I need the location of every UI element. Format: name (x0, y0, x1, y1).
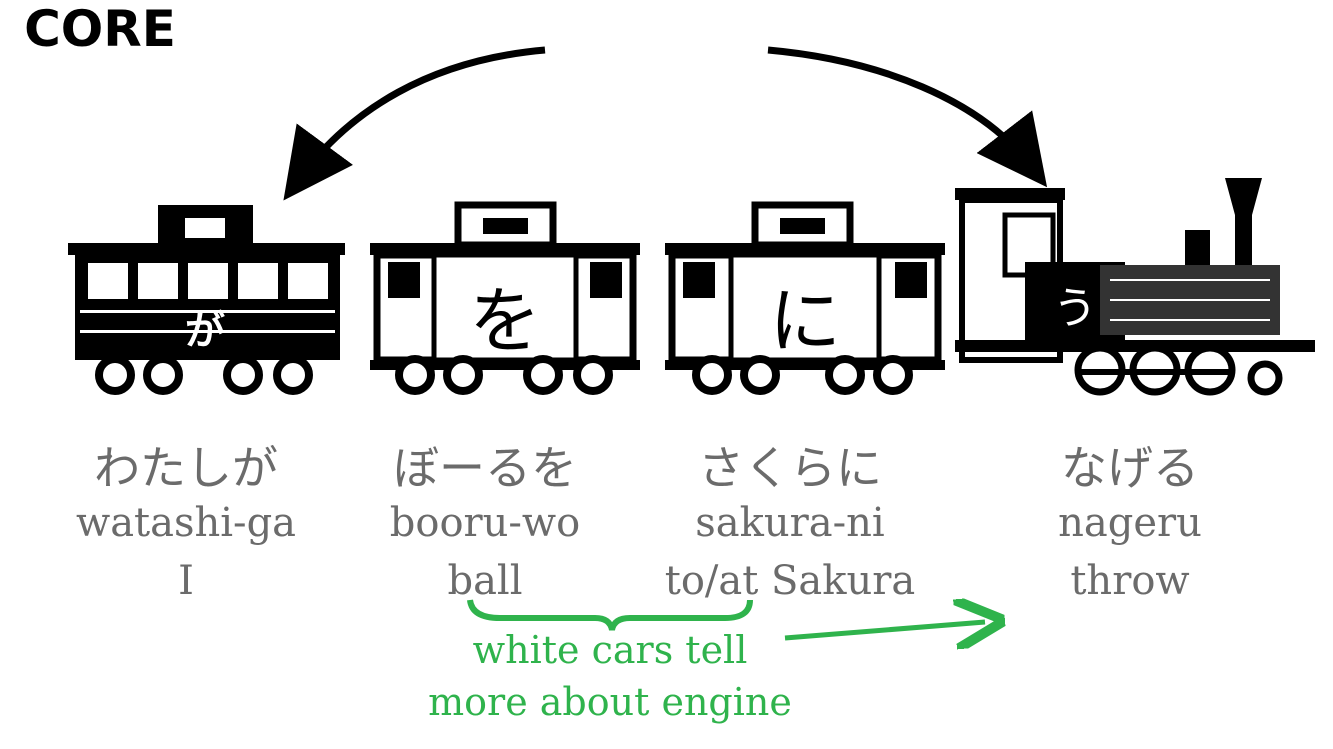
green-arrow (784, 622, 985, 638)
train-car-ga (68, 205, 345, 395)
annotation-line2: more about engine (428, 680, 792, 724)
train-car-ni (665, 201, 945, 395)
locomotive-engine (955, 178, 1315, 396)
car-kana-ni: に (768, 279, 841, 363)
car-kana-wo: を (468, 279, 541, 363)
green-brace (467, 599, 753, 631)
annotation-line1: white cars tell (472, 628, 748, 672)
train-car-wo (370, 201, 640, 395)
engine-kana-u: う (1053, 283, 1097, 334)
engine-japanese: なげる (1061, 441, 1199, 495)
car3-romaji: sakura-ni (695, 500, 885, 546)
car1-romaji: watashi-ga (75, 500, 297, 546)
core-title: CORE (24, 0, 176, 58)
car1-english: I (178, 558, 194, 604)
car2-japanese: ぼーるを (393, 441, 577, 495)
car-kana-ga: が (185, 308, 225, 354)
core-arrow-right (767, 46, 1048, 188)
car2-romaji: booru-wo (389, 500, 581, 546)
car3-english: to/at Sakura (664, 558, 916, 604)
core-arrow-left (283, 46, 546, 201)
car3-japanese: さくらに (698, 441, 882, 495)
car1-japanese: わたしが (94, 441, 278, 495)
engine-english: throw (1070, 558, 1190, 604)
car2-english: ball (447, 558, 523, 604)
engine-romaji: nageru (1058, 500, 1202, 546)
